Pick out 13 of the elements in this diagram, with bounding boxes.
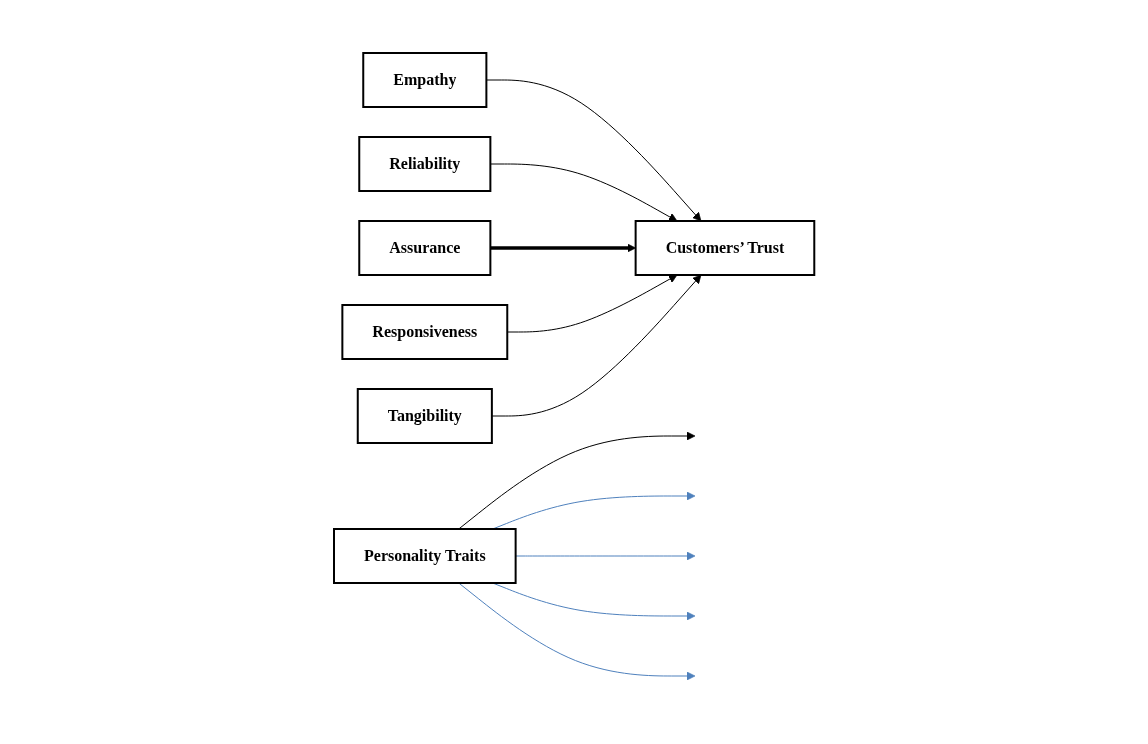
node-box: Assurance <box>358 220 492 276</box>
node-box: Responsiveness <box>341 304 509 360</box>
node-box: Reliability <box>358 136 492 192</box>
arrow <box>492 491 696 530</box>
node-box: Customers’ Trust <box>634 220 816 276</box>
node-box: Empathy <box>362 52 488 108</box>
arrow <box>458 431 696 530</box>
arrow <box>490 243 636 253</box>
node-box: Personality Traits <box>332 528 517 584</box>
arrow <box>458 582 696 681</box>
arrow <box>491 274 702 417</box>
arrow <box>515 551 696 561</box>
node-box: Tangibility <box>356 388 493 444</box>
